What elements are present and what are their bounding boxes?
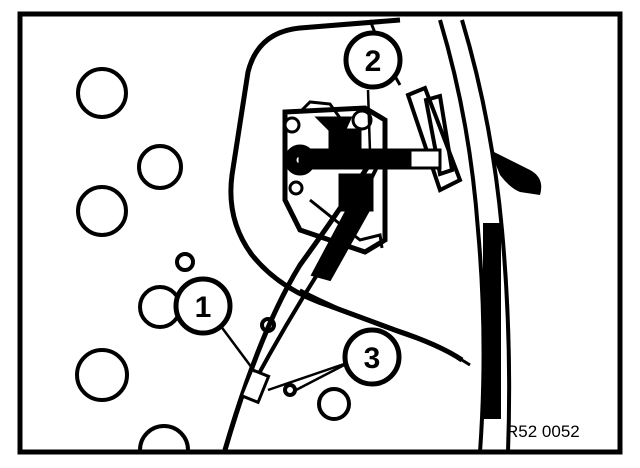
callout-circle [343,30,403,90]
callout-circle [342,327,402,387]
callout-1: 1 [173,276,233,336]
panel-hole [283,383,297,397]
panel-hole [76,185,128,237]
callout-number: 3 [364,342,381,375]
door-handle [490,150,542,195]
window-rail [483,223,501,419]
actuating-cables [222,149,387,451]
cable-guide [310,198,374,282]
callout-2: 2 [343,30,403,90]
callout-number: 2 [365,45,382,78]
panel-hole [137,144,183,190]
panel-hole [76,67,128,119]
leader-lines [218,89,372,392]
panel-hole [175,252,195,272]
cable-clip [239,367,271,405]
reference-code: R52 0052 [506,422,580,441]
callout-number: 1 [195,291,212,324]
door-panel-contour [228,17,512,453]
callout-3: 3 [342,327,402,387]
panel-hole [317,387,351,421]
panel-hole [75,348,129,402]
callout-circle [173,276,233,336]
panel-hole-partial [138,424,190,451]
